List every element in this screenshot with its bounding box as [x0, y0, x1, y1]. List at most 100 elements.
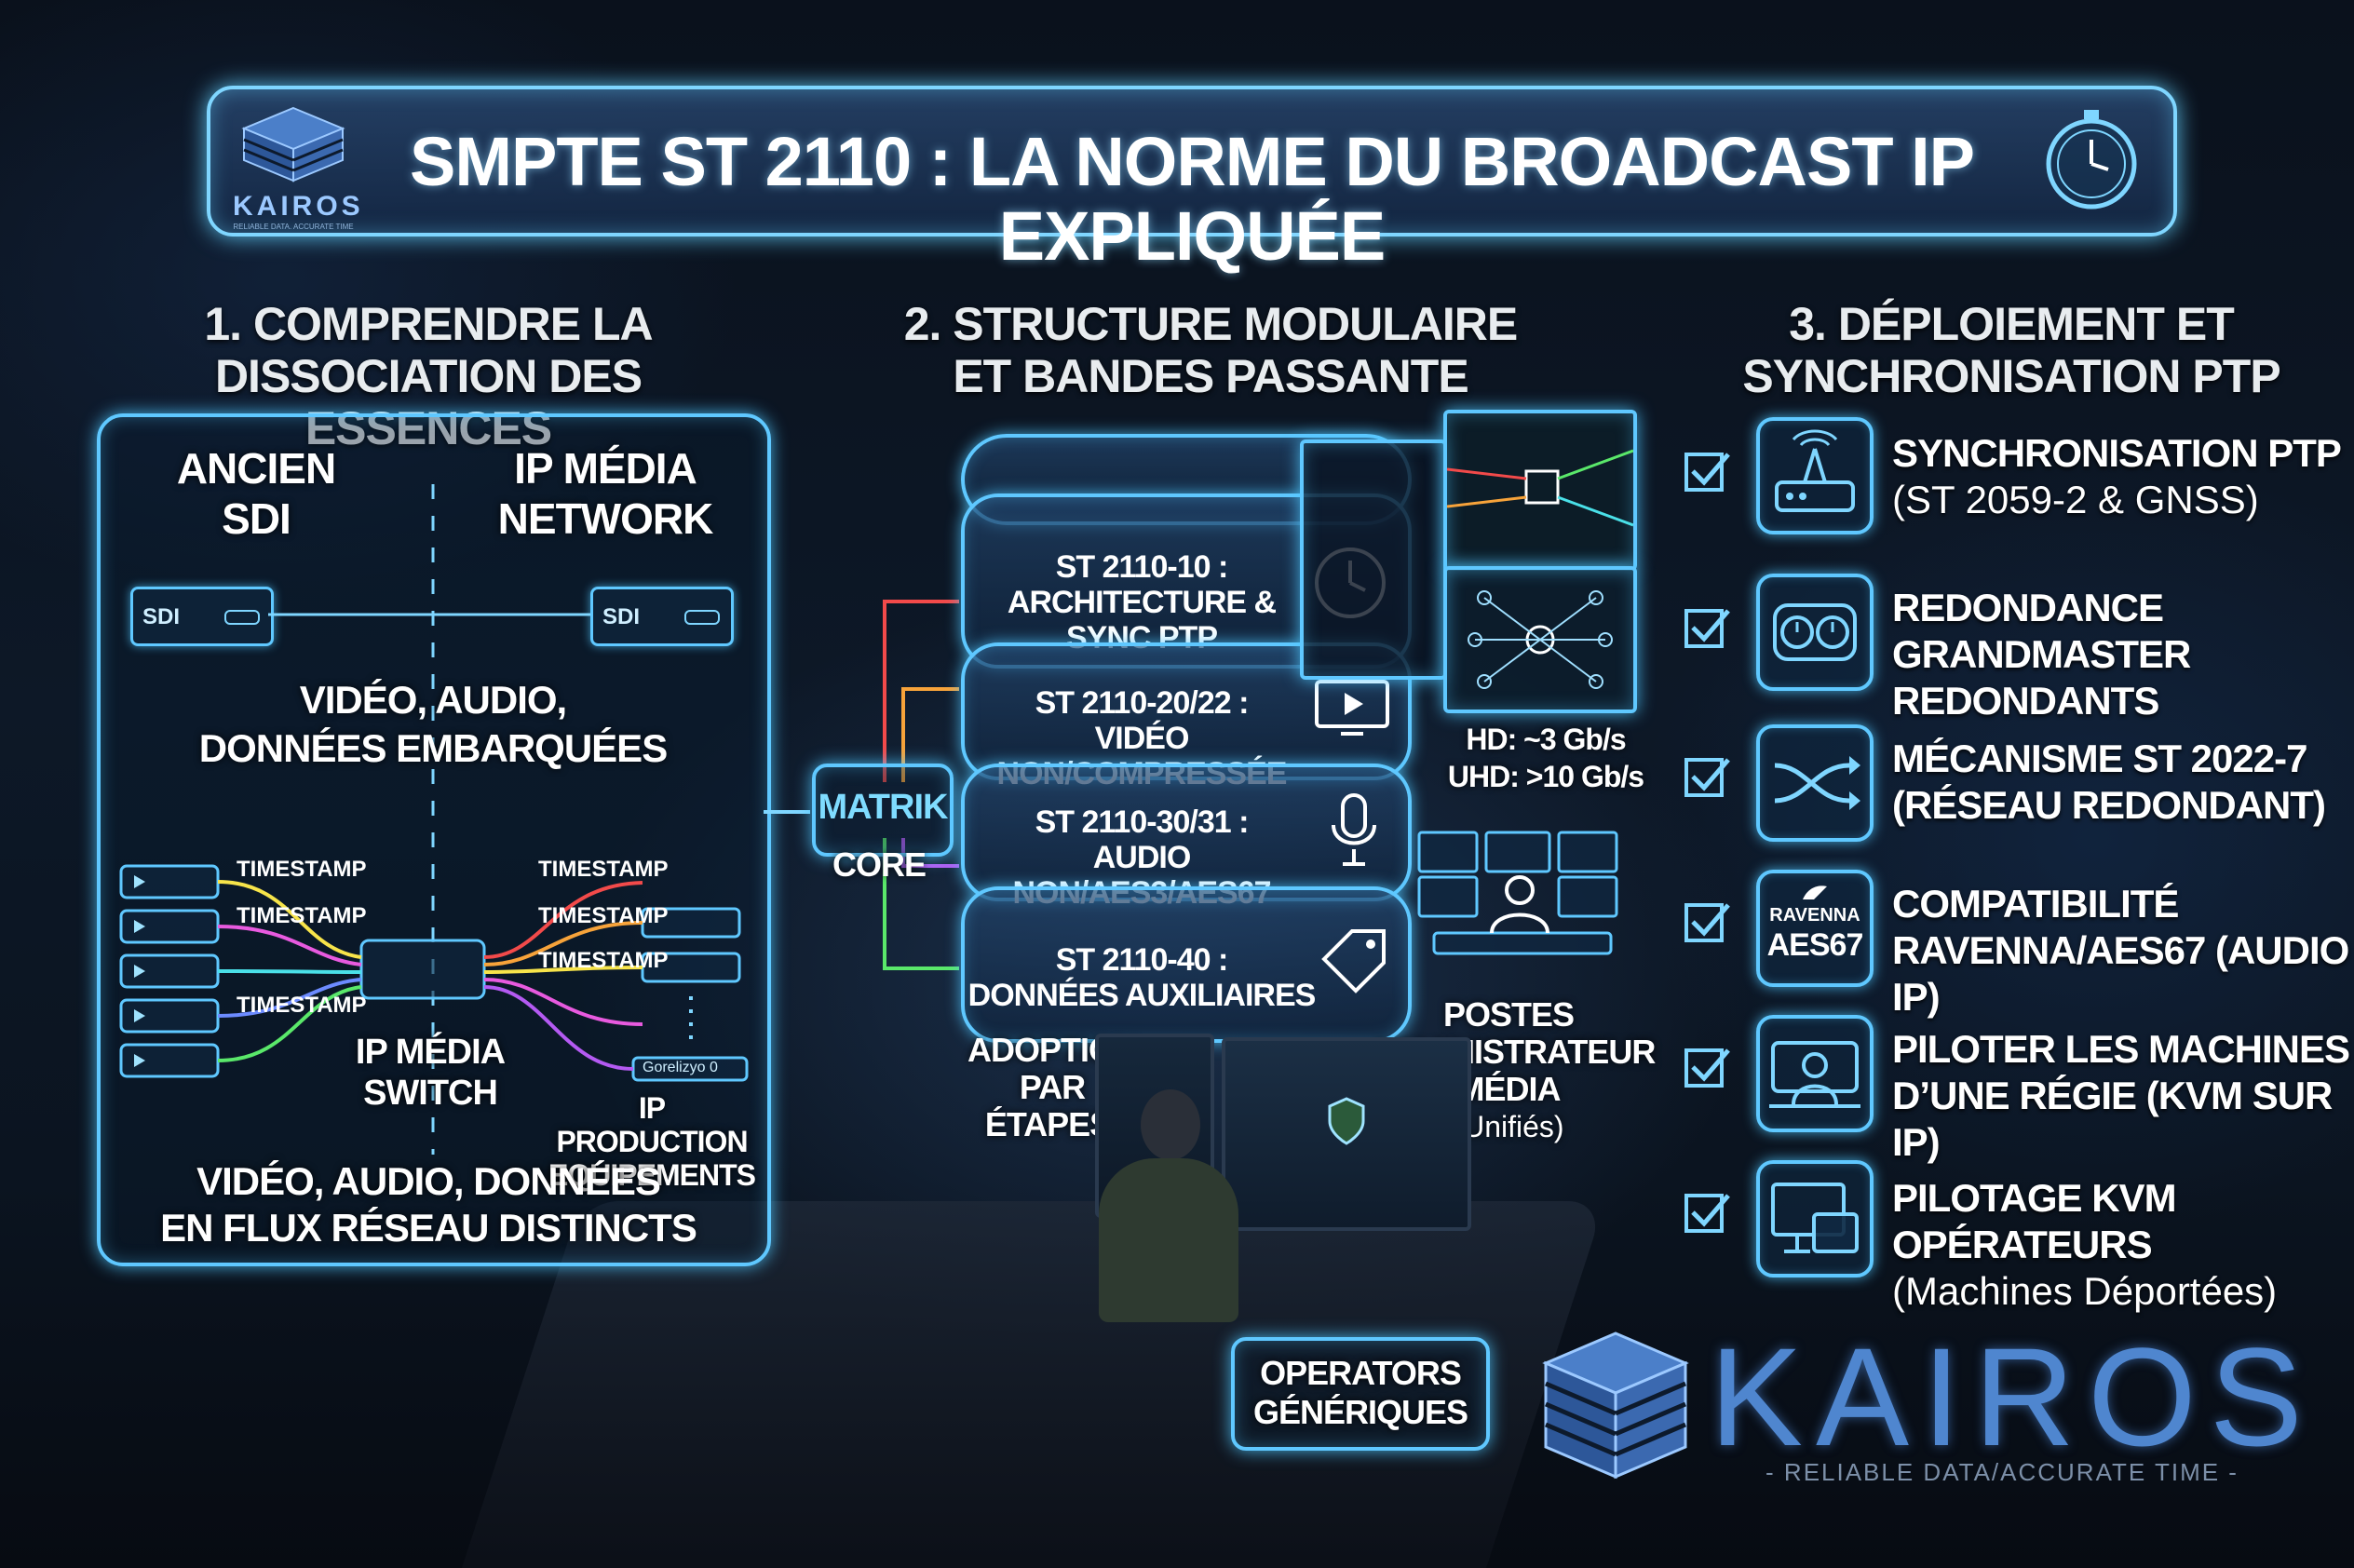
checkbox-icon[interactable] [1684, 605, 1732, 650]
embedded-line1: VIDÉO, AUDIO, [299, 678, 567, 722]
sdi-label-right: SDI [602, 604, 641, 629]
operator-person [1099, 1089, 1238, 1322]
kairos-cube-large-icon [1542, 1331, 1689, 1480]
ip-media-network-title: IP MÉDIA NETWORK [484, 443, 726, 544]
ravenna-wing-icon [1803, 885, 1827, 899]
layer-30-line1: ST 2110-30/31 : [1035, 804, 1250, 840]
legacy-sdi-title: ANCIEN SDI [140, 443, 372, 544]
section1-heading: 1. COMPRENDRE LA DISSOCIATION DES ESSENC… [93, 298, 764, 454]
embedded-essences-text: VIDÉO, AUDIO, DONNÉES EMBARQUÉES [140, 676, 726, 773]
item-ptp-line1: SYNCHRONISATION PTP [1892, 431, 2342, 475]
ip-media-switch-label: IP MÉDIA SWITCH [337, 1032, 523, 1114]
production-line1: IP PRODUCTION [556, 1091, 748, 1158]
checkbox-icon[interactable] [1684, 449, 1732, 493]
item-ptp: SYNCHRONISATION PTP (ST 2059-2 & GNSS) [1892, 430, 2342, 523]
section2-heading: 2. STRUCTURE MODULAIRE ET BANDES PASSANT… [838, 298, 1583, 402]
matrik-label: MATRIK [818, 788, 949, 827]
bandwidth-uhd: UHD: >10 Gb/s [1447, 760, 1644, 793]
switch-line2: SWITCH [363, 1074, 498, 1113]
production-line2: EQUIPEMENTS [548, 1158, 756, 1192]
aes67-badge-text: AES67 [1766, 927, 1864, 963]
item-kvm-regie-line1: PILOTER LES MACHINES [1892, 1027, 2350, 1071]
ravenna-aes67-icon: RAVENNA AES67 [1756, 870, 1874, 987]
layer-st2110-40[interactable]: ST 2110-40 : DONNÉES AUXILIAIRES [961, 886, 1412, 1043]
ravenna-badge-text: RAVENNA [1769, 905, 1860, 926]
monitor-panel-dark [1300, 439, 1447, 680]
item-kvm-regie-line2: D’UNE RÉGIE (KVM SUR IP) [1892, 1074, 2333, 1164]
layer-st2110-10-text: ST 2110-10 : ARCHITECTURE & SYNC PTP [965, 549, 1319, 656]
page-title: SMPTE ST 2110 : LA NORME DU BROADCAST IP… [409, 123, 1975, 275]
section3-heading-line1: 3. DÉPLOIEMENT ET [1789, 298, 2235, 350]
legacy-sdi-line2: SDI [222, 494, 291, 543]
ip-media-network-line2: NETWORK [497, 494, 714, 543]
core-connectors [764, 600, 959, 970]
item-ravenna-line1: COMPATIBILITÉ [1892, 882, 2179, 926]
timestamp-label-2: TIMESTAMP [237, 903, 367, 928]
sdi-device-left: SDI [130, 587, 274, 646]
item-kvm-operateurs-line2: (Machines Déportées) [1892, 1269, 2278, 1313]
operators-generiques-box[interactable]: OPERATORS GÉNÉRIQUES [1231, 1337, 1490, 1451]
distinct-flows-text: VIDÉO, AUDIO, DONNÉES EN FLUX RÉSEAU DIS… [130, 1158, 726, 1251]
item-ptp-line2: (ST 2059-2 & GNSS) [1892, 478, 2259, 521]
stopwatch-icon [2046, 110, 2137, 210]
item-redondance: REDONDANCE GRANDMASTER REDONDANTS [1892, 585, 2354, 724]
checkbox-icon[interactable] [1684, 1190, 1732, 1235]
checkbox-icon[interactable] [1684, 899, 1732, 944]
sdi-link-line [268, 613, 590, 616]
bandwidth-hd: HD: ~3 Gb/s [1466, 723, 1626, 756]
admin-workstation-icon [1417, 831, 1618, 955]
distinct-line2: EN FLUX RÉSEAU DISTINCTS [160, 1206, 697, 1250]
item-kvm-operateurs-line1: PILOTAGE KVM OPÉRATEURS [1892, 1176, 2177, 1266]
monitor-panel-topology [1443, 566, 1637, 713]
monitor-panel-network [1443, 410, 1637, 571]
matrik-core-box[interactable]: MATRIK [812, 764, 954, 857]
timestamp-label-4: TIMESTAMP [538, 857, 669, 882]
item-st2022-line1: MÉCANISME ST 2022-7 [1892, 737, 2307, 780]
ptp-tower-icon [1756, 417, 1874, 534]
checkbox-icon[interactable] [1684, 754, 1732, 799]
layer-10-line2: ARCHITECTURE & [1007, 585, 1277, 620]
ip-production-label: IP PRODUCTION EQUIPEMENTS [540, 1091, 764, 1192]
sdi-device-right: SDI [590, 587, 734, 646]
core-label: CORE [832, 845, 927, 884]
operators-line2: GÉNÉRIQUES [1252, 1393, 1468, 1431]
layer-st2110-40-text: ST 2110-40 : DONNÉES AUXILIAIRES [965, 942, 1319, 1013]
embedded-line2: DONNÉES EMBARQUÉES [198, 726, 668, 770]
shuffle-icon [1756, 724, 1874, 842]
video-play-icon [1315, 680, 1389, 736]
microphone-icon [1332, 793, 1376, 866]
kairos-logo-small: KAIROS RELIABLE DATA. ACCURATE TIME [233, 102, 360, 231]
operator-desk-icon [1756, 1015, 1874, 1132]
item-kvm-operateurs: PILOTAGE KVM OPÉRATEURS (Machines Déport… [1892, 1175, 2354, 1315]
adoption-line2: PAR [1019, 1068, 1086, 1106]
timestamp-label-3: TIMESTAMP [237, 993, 367, 1018]
timestamp-label-5: TIMESTAMP [538, 903, 669, 928]
item-redondance-line1: REDONDANCE [1892, 586, 2164, 629]
topology-icon [1468, 590, 1613, 689]
layer-20-line1: ST 2110-20/22 : [1035, 685, 1250, 721]
section2-heading-line2: ET BANDES PASSANTE [953, 350, 1468, 402]
item-ravenna-line2: RAVENNA/AES67 (AUDIO IP) [1892, 928, 2349, 1019]
item-redondance-line2: GRANDMASTER REDONDANTS [1892, 632, 2191, 723]
shield-icon [1328, 1097, 1365, 1145]
ip-media-network-line1: IP MÉDIA [514, 444, 697, 493]
section2-heading-line1: 2. STRUCTURE MODULAIRE [903, 298, 1519, 350]
sdi-label-left: SDI [142, 604, 181, 629]
switch-line1: IP MÉDIA [355, 1033, 506, 1072]
essence-flows-diagram [119, 864, 749, 1082]
kairos-logo-small-tagline: RELIABLE DATA. ACCURATE TIME [233, 223, 354, 231]
kairos-cube-icon [241, 106, 345, 182]
checkbox-icon[interactable] [1684, 1045, 1732, 1089]
operator-monitor-main [1222, 1037, 1471, 1231]
bandwidth-text: HD: ~3 Gb/s UHD: >10 Gb/s [1434, 721, 1657, 795]
operators-generiques-text: OPERATORS GÉNÉRIQUES [1235, 1354, 1486, 1432]
section3-heading: 3. DÉPLOIEMENT ET SYNCHRONISATION PTP [1676, 298, 2347, 402]
layer-st2110-30[interactable]: ST 2110-30/31 : AUDIO NON/AES3/AES67 [961, 764, 1412, 911]
redundant-clocks-icon [1756, 574, 1874, 691]
kairos-logo-large-tagline: - RELIABLE DATA/ACCURATE TIME - [1766, 1458, 2239, 1486]
layer-10-line1: ST 2110-10 : [1055, 549, 1229, 585]
timestamp-label-6: TIMESTAMP [538, 948, 669, 973]
item-kvm-regie: PILOTER LES MACHINES D’UNE RÉGIE (KVM SU… [1892, 1026, 2354, 1166]
postes-line1: POSTES [1442, 995, 1575, 1034]
item-st2022-line2: (RÉSEAU REDONDANT) [1892, 783, 2326, 827]
